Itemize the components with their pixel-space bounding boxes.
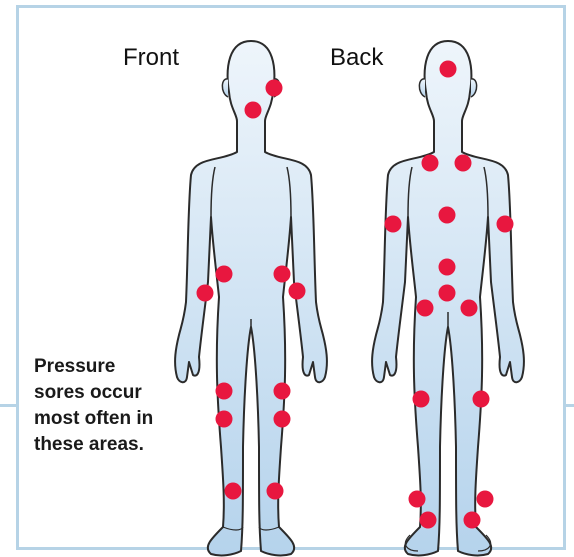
- pressure-point-front-right-knee-lower: [216, 411, 233, 428]
- pressure-point-front-chin: [245, 102, 262, 119]
- caption-line: these areas.: [34, 432, 184, 458]
- pressure-point-back-right-shoulder: [422, 155, 439, 172]
- pressure-point-back-left-heel: [464, 512, 481, 529]
- pressure-point-front-right-hand: [197, 285, 214, 302]
- pressure-point-front-left-hip: [274, 266, 291, 283]
- pressure-point-front-left-ankle: [267, 483, 284, 500]
- pressure-point-back-head: [440, 61, 457, 78]
- pressure-point-front-right-ankle: [225, 483, 242, 500]
- pressure-point-back-right-elbow: [385, 216, 402, 233]
- pressure-point-front-left-knee-lower: [274, 411, 291, 428]
- pressure-point-front-left-hand: [289, 283, 306, 300]
- back-label: Back: [330, 44, 383, 72]
- pressure-point-back-right-ankle: [409, 491, 426, 508]
- pressure-point-front-jaw: [266, 80, 283, 97]
- pressure-point-back-right-knee: [413, 391, 430, 408]
- front-label: Front: [123, 44, 179, 72]
- caption: Pressure sores occur most often in these…: [34, 354, 184, 458]
- caption-line: Pressure: [34, 354, 184, 380]
- pressure-point-front-right-hip: [216, 266, 233, 283]
- pressure-point-back-right-heel: [420, 512, 437, 529]
- pressure-point-back-left-shoulder: [455, 155, 472, 172]
- pressure-point-back-left-knee: [473, 391, 490, 408]
- pressure-point-front-right-knee-upper: [216, 383, 233, 400]
- pressure-point-back-left-ankle: [477, 491, 494, 508]
- pressure-point-back-sacrum: [439, 285, 456, 302]
- pressure-point-back-left-elbow: [497, 216, 514, 233]
- pressure-point-back-spine-low: [439, 259, 456, 276]
- pressure-point-front-left-knee-upper: [274, 383, 291, 400]
- pressure-point-back-left-hip: [461, 300, 478, 317]
- pressure-point-back-right-hip: [417, 300, 434, 317]
- pressure-point-back-spine-mid: [439, 207, 456, 224]
- caption-line: sores occur: [34, 380, 184, 406]
- caption-line: most often in: [34, 406, 184, 432]
